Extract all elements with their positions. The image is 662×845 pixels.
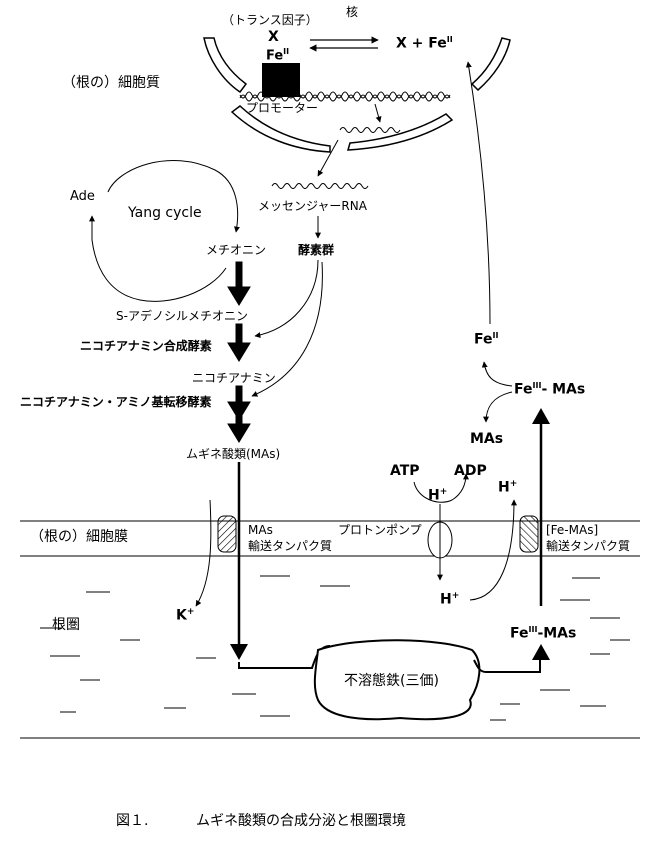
uptake-arrowhead [532,408,550,424]
mas-released-label: MAs [470,431,504,447]
mas-transporter-label-1: MAs [248,523,273,537]
fe3-mas-upper-label: FeIII- MAs [514,381,586,398]
promoter-label: プロモーター [246,101,319,115]
arrow-to-mas [483,391,513,423]
adp-label: ADP [454,463,487,479]
enzymes-label: 酵素群 [298,243,335,257]
na-label: ニコチアナミン [192,371,276,385]
h-plus-right-label: H+ [498,479,518,496]
figure-number: 図１. [116,813,149,829]
trans-factor-label: （トランス因子） [222,13,318,27]
k-plus-label: K+ [176,607,195,624]
mas-transporter [217,515,237,553]
mas-label: ムギネ酸類(MAs) [186,447,281,461]
promoter-box [262,63,300,97]
rhizosphere-label: 根圏 [52,617,80,633]
arrow-export-mrna [317,139,339,177]
ade-label: Ade [70,189,95,204]
yang-cycle [89,160,240,302]
arrow-k-release [195,499,212,607]
atp-label: ATP [390,463,420,479]
femas-transporter-label-2: 輸送タンパク質 [546,539,631,553]
arrow-transcription [374,103,382,123]
arrow-h-influx [469,499,517,601]
fe2-bound-label: FeII [266,47,290,64]
proton-pump-label: プロトンポンプ [338,523,422,537]
fe-mas-lower-arrowhead [532,644,550,660]
x-label: X [268,29,279,45]
fe3-mas-lower-label: FeIII-MAs [510,625,577,642]
membrane-label: （根の）細胞膜 [30,529,128,545]
nas-label: ニコチアナミン合成酵素 [80,339,212,353]
femas-transporter [519,515,539,553]
arrow-atp-to-adp [413,473,469,503]
fe-mas-from-iron-line [473,659,541,673]
main-pathway-arrows [227,261,251,443]
figure-caption: ムギネ酸類の合成分泌と根圏環境 [196,813,406,829]
mrna-label: メッセンジャーRNA [258,199,367,213]
methionine-label: メチオニン [206,243,267,257]
arrow-fe2-to-nucleus [465,61,491,325]
mrna-squiggle-nucleus [339,127,401,133]
sam-label: S-アデノシルメチオニン [116,309,248,323]
fe2-released-label: FeII [474,331,499,348]
nucleus-title: 核 [346,5,359,19]
mrna-squiggle-cytoplasm [271,183,369,189]
x-plus-fe-label: X + FeII [396,35,453,52]
arrow-to-fe2 [481,361,513,387]
cytoplasm-label: （根の）細胞質 [62,75,160,91]
yang-cycle-label: Yang cycle [128,205,202,221]
insoluble-iron-blob [313,639,481,721]
enzyme-arrows [251,259,323,397]
naat-label: ニコチアナミン・アミノ基転移酵素 [20,395,212,409]
rhizosphere-texture [40,575,630,721]
h-plus-inner-label: H+ [428,487,448,504]
mas-secretion-arrowhead [230,644,248,660]
insoluble-iron-label: 不溶態鉄(三価) [344,673,439,689]
mas-transporter-label-2: 輸送タンパク質 [248,539,333,553]
femas-transporter-label-1: [Fe-MAs] [546,523,599,537]
h-plus-outer-label: H+ [440,591,460,608]
nuclear-envelope [203,37,511,153]
